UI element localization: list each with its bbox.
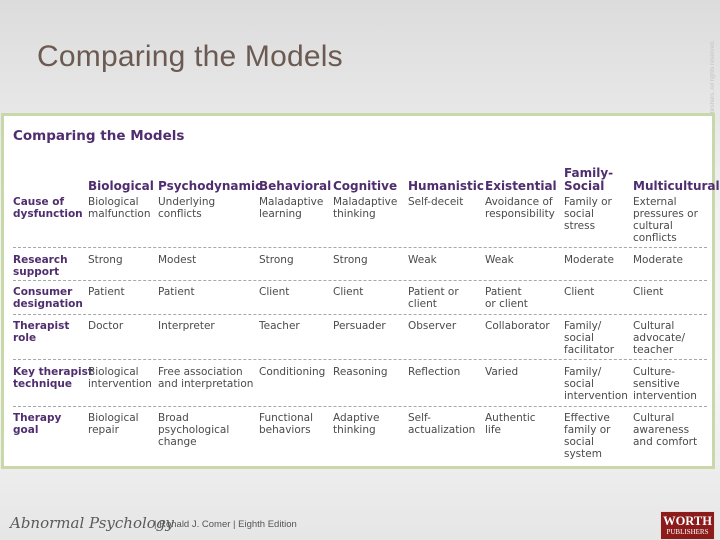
table-cell: Patient bbox=[158, 286, 195, 298]
column-header: Behavioral bbox=[259, 179, 332, 193]
table-cell: Doctor bbox=[88, 320, 124, 332]
publisher-logo-line2: PUBLISHERS bbox=[666, 528, 709, 536]
table-cell: Client bbox=[333, 286, 364, 298]
column-header: Humanistic bbox=[408, 179, 484, 193]
table-cell: Collaborator bbox=[485, 320, 550, 332]
row-divider bbox=[13, 280, 707, 281]
table-cell: Patient bbox=[88, 286, 125, 298]
column-header: Psychodynamic bbox=[158, 179, 263, 193]
row-divider bbox=[13, 406, 707, 407]
table-cell: Strong bbox=[333, 254, 368, 266]
table-cell: Weak bbox=[408, 254, 437, 266]
row-divider bbox=[13, 359, 707, 360]
column-header: Existential bbox=[485, 179, 557, 193]
footer-author-edition: | Ronald J. Comer | Eighth Edition bbox=[154, 519, 297, 530]
table-cell: Moderate bbox=[564, 254, 614, 266]
publisher-logo: WORTH PUBLISHERS bbox=[660, 511, 715, 540]
table-cell: Weak bbox=[485, 254, 514, 266]
table-cell: Strong bbox=[88, 254, 123, 266]
column-header: Family-Social bbox=[564, 166, 614, 193]
table-cell: Client bbox=[564, 286, 595, 298]
slide-title: Comparing the Models bbox=[37, 40, 343, 73]
table-cell: Self-actualization bbox=[408, 412, 476, 436]
table-cell: Modest bbox=[158, 254, 197, 266]
table-cell: Self-deceit bbox=[408, 196, 464, 208]
table-cell: Reasoning bbox=[333, 366, 388, 378]
row-divider bbox=[13, 314, 707, 315]
publisher-logo-line1: WORTH bbox=[663, 514, 712, 528]
table-heading: Comparing the Models bbox=[13, 128, 185, 144]
table-cell: Observer bbox=[408, 320, 457, 332]
table-cell: Interpreter bbox=[158, 320, 215, 332]
table-cell: Varied bbox=[485, 366, 519, 378]
table-cell: Teacher bbox=[259, 320, 300, 332]
table-cell: Conditioning bbox=[259, 366, 326, 378]
table-cell: Strong bbox=[259, 254, 294, 266]
column-header: Biological bbox=[88, 179, 154, 193]
column-header: Cognitive bbox=[333, 179, 398, 193]
table-cell: Client bbox=[633, 286, 664, 298]
row-divider bbox=[13, 247, 707, 248]
table-cell: Moderate bbox=[633, 254, 683, 266]
table-cell: Persuader bbox=[333, 320, 386, 332]
models-table: Comparing the Models Biological Psychodyn… bbox=[1, 113, 720, 469]
column-header: Multicultural bbox=[633, 179, 720, 193]
table-cell: Reflection bbox=[408, 366, 461, 378]
table-cell: Client bbox=[259, 286, 290, 298]
footer-book-title: Abnormal Psychology bbox=[10, 514, 174, 532]
